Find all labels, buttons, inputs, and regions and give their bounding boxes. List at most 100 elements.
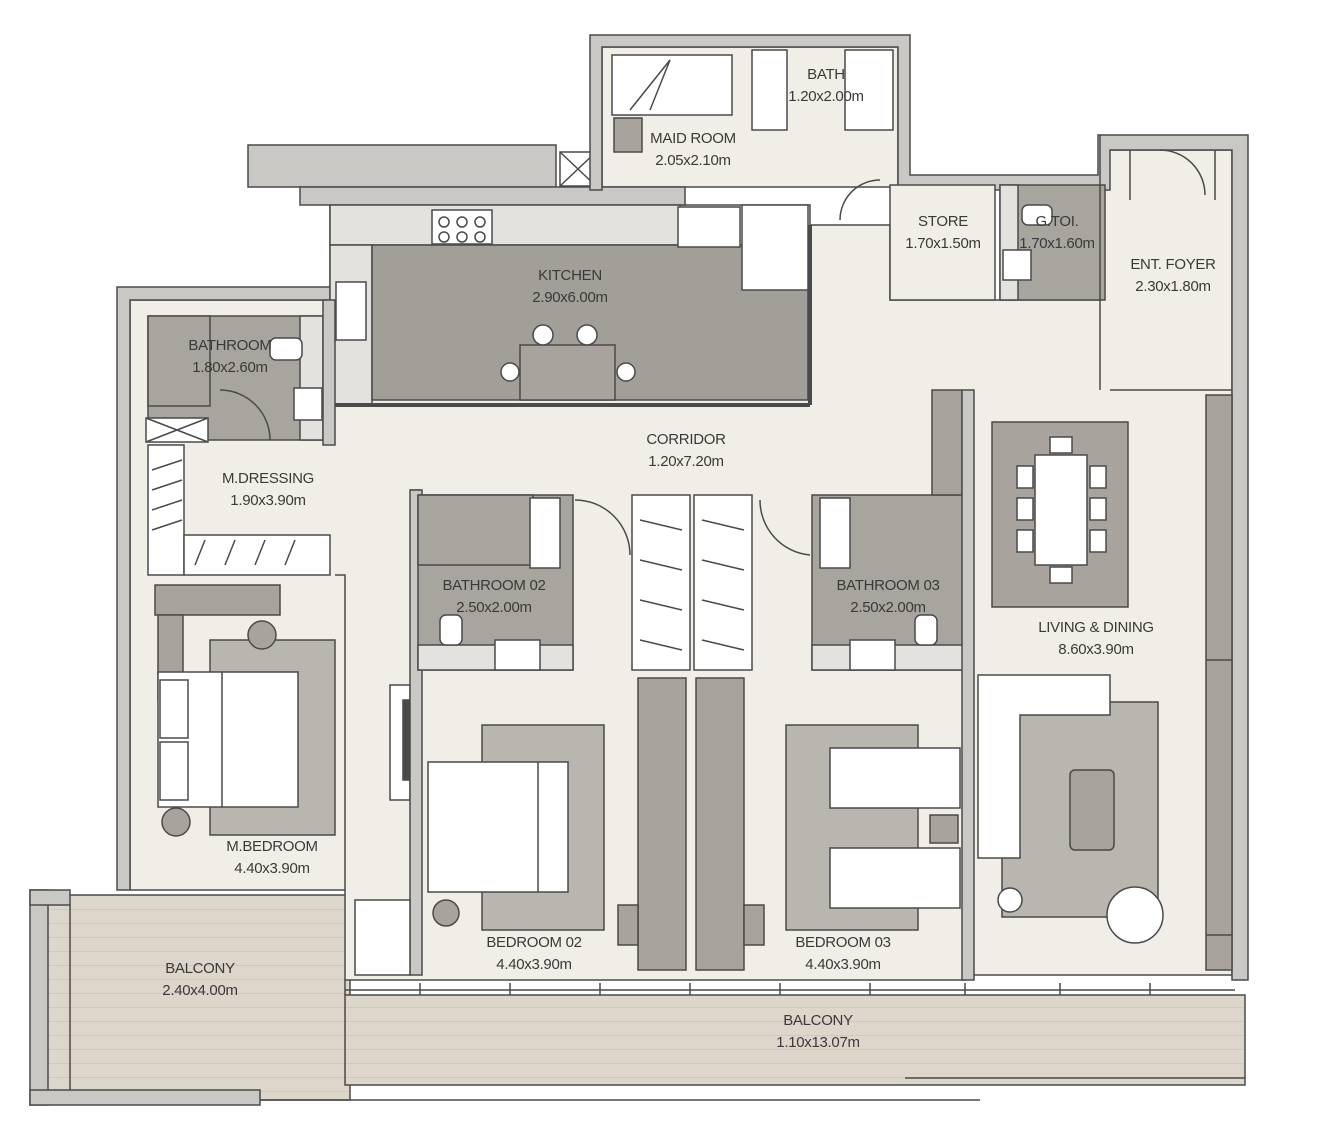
maid-side-table bbox=[613, 117, 643, 153]
room-size: 8.60x3.90m bbox=[1058, 641, 1134, 658]
room-name: BATH bbox=[807, 66, 845, 83]
fridge bbox=[741, 204, 809, 291]
room-size: 1.80x2.60m bbox=[192, 359, 268, 376]
balcony-left-floor bbox=[39, 894, 351, 1101]
master-basin bbox=[293, 387, 323, 421]
dresser bbox=[154, 584, 281, 616]
room-label-m-bedroom: M.BEDROOM 4.40x3.90m bbox=[226, 836, 318, 880]
room-size: 1.20x2.00m bbox=[788, 88, 864, 105]
balcony-wall bbox=[29, 889, 71, 906]
room-size: 4.40x3.90m bbox=[496, 956, 572, 973]
room-label-bedroom-03: BEDROOM 03 4.40x3.90m bbox=[795, 932, 891, 976]
master-toilet bbox=[269, 337, 303, 361]
room-name: BEDROOM 02 bbox=[486, 934, 582, 951]
side-table bbox=[247, 620, 277, 650]
armchair bbox=[1106, 886, 1164, 944]
kitchen-sink bbox=[335, 281, 367, 341]
bedroom-03-bed-1 bbox=[829, 747, 961, 809]
dining-table bbox=[1034, 454, 1088, 566]
room-name: KITCHEN bbox=[538, 267, 602, 284]
kitchen-counter bbox=[329, 204, 681, 246]
chair bbox=[743, 904, 765, 946]
desk bbox=[695, 677, 745, 971]
room-label-corridor: CORRIDOR 1.20x7.20m bbox=[646, 429, 726, 473]
dining-chairs bbox=[1016, 436, 1107, 584]
room-size: 2.30x1.80m bbox=[1135, 278, 1211, 295]
room-name: MAID ROOM bbox=[650, 130, 736, 147]
room-size: 2.90x6.00m bbox=[532, 289, 608, 306]
shaft bbox=[529, 497, 561, 569]
maid-bath-shower bbox=[844, 49, 894, 131]
bathroom-02-toilet bbox=[439, 614, 463, 646]
room-size: 2.05x2.10m bbox=[655, 152, 731, 169]
bedroom-03-bed-2 bbox=[829, 847, 961, 909]
room-size: 1.10x13.07m bbox=[776, 1034, 860, 1051]
floor-lamp bbox=[997, 887, 1023, 913]
room-label-bathroom-02: BATHROOM 02 2.50x2.00m bbox=[442, 575, 545, 619]
wall bbox=[322, 299, 336, 446]
chair bbox=[617, 904, 639, 946]
g-toi-toilet bbox=[1021, 204, 1053, 226]
appliance bbox=[677, 206, 741, 248]
room-size: 1.70x1.60m bbox=[1019, 235, 1095, 252]
g-toi-basin bbox=[1002, 249, 1032, 281]
room-size: 4.40x3.90m bbox=[805, 956, 881, 973]
room-size: 1.70x1.50m bbox=[905, 235, 981, 252]
maid-bath-toilet bbox=[751, 49, 788, 131]
room-label-store: STORE 1.70x1.50m bbox=[905, 211, 981, 255]
wall bbox=[589, 34, 1249, 981]
room-size: 1.90x3.90m bbox=[230, 492, 306, 509]
side-table bbox=[161, 807, 191, 837]
room-label-kitchen: KITCHEN 2.90x6.00m bbox=[532, 265, 608, 309]
desk bbox=[637, 677, 687, 971]
store-floor bbox=[889, 184, 996, 301]
room-size: 1.20x7.20m bbox=[648, 453, 724, 470]
cabinet bbox=[931, 389, 963, 496]
room-name: BATHROOM 02 bbox=[442, 577, 546, 594]
room-label-bath: BATH 1.20x2.00m bbox=[788, 64, 864, 108]
room-size: 4.40x3.90m bbox=[234, 860, 310, 877]
master-shower bbox=[147, 315, 211, 407]
room-label-bedroom-02: BEDROOM 02 4.40x3.90m bbox=[486, 932, 582, 976]
side-table bbox=[432, 899, 460, 927]
window-line bbox=[344, 980, 1235, 995]
room-label-balcony-2: BALCONY 1.10x13.07m bbox=[776, 1010, 860, 1054]
tv-joinery bbox=[1205, 394, 1233, 971]
room-label-maid-room: MAID ROOM 2.05x2.10m bbox=[650, 128, 736, 172]
room-label-living-dining: LIVING & DINING 8.60x3.90m bbox=[1038, 617, 1154, 661]
balcony-wall bbox=[29, 1089, 261, 1106]
bathroom-02-basin bbox=[494, 639, 541, 671]
bathroom-03-basin bbox=[849, 639, 896, 671]
room-label-bathroom-03: BATHROOM 03 2.50x2.00m bbox=[836, 575, 939, 619]
room-name: M.DRESSING bbox=[221, 470, 315, 487]
room-name: BATHROOM 03 bbox=[836, 577, 940, 594]
wall bbox=[961, 389, 975, 981]
room-name: LIVING & DINING bbox=[1038, 619, 1154, 636]
room-name: M.BEDROOM bbox=[226, 838, 318, 855]
room-size: 2.50x2.00m bbox=[456, 599, 532, 616]
maid-bed bbox=[611, 54, 733, 116]
dining-table-kitchen bbox=[519, 344, 616, 401]
room-name: G.TOI. bbox=[1035, 213, 1079, 230]
room-name: BALCONY bbox=[783, 1012, 853, 1029]
room-label-bathroom: BATHROOM 1.80x2.60m bbox=[188, 335, 271, 379]
room-name: BATHROOM bbox=[188, 337, 272, 354]
room-name: BEDROOM 03 bbox=[795, 934, 891, 951]
room-label-m-dressing: M.DRESSING 1.90x3.90m bbox=[222, 468, 314, 512]
coffee-table bbox=[1069, 769, 1115, 851]
wardrobe-dressing bbox=[183, 534, 331, 576]
wall bbox=[299, 186, 686, 206]
room-name: CORRIDOR bbox=[646, 431, 726, 448]
balustrade-line bbox=[260, 1077, 1245, 1101]
bedroom-02-bed bbox=[427, 761, 569, 893]
room-name: BALCONY bbox=[165, 960, 235, 977]
bathroom-03-toilet bbox=[914, 614, 938, 646]
side-table bbox=[929, 814, 959, 844]
room-size: 2.50x2.00m bbox=[850, 599, 926, 616]
room-name: STORE bbox=[918, 213, 968, 230]
balcony-wall bbox=[29, 889, 49, 1106]
